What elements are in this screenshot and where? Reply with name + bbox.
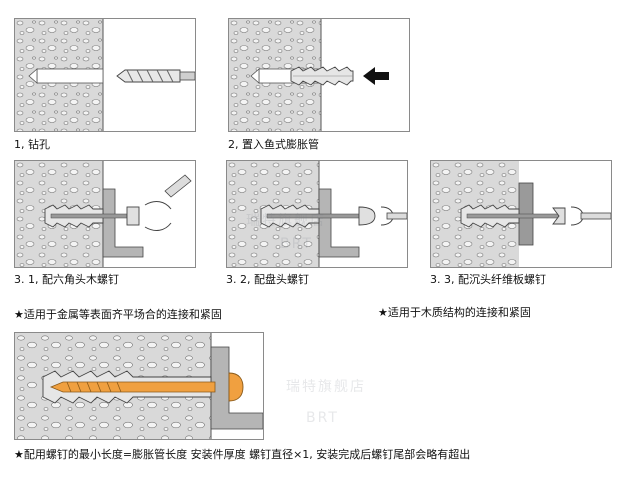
length-detail-panel [14,332,264,440]
screwdriver-icon [386,212,407,220]
step31-illustration [15,161,192,267]
watermark-bottom: 瑞特旗舰店 [286,379,366,395]
countersunk-head [552,207,566,225]
step2-caption: 2, 置入鱼式膨胀管 [228,138,319,151]
watermark-brand-bottom: BRT [306,410,339,426]
step33-caption: 3. 3, 配沉头纤维板螺钉 [430,273,546,286]
step2-insert-anchor-panel [228,18,410,132]
step2-insert-illustration [229,19,389,131]
screw-head [228,372,244,402]
drilled-hole [36,68,104,84]
note-metal-surfaces: ★适用于金属等表面齐平场合的连接和紧固 [14,308,222,321]
step32-pan-screw-panel [226,160,408,268]
step1-drilling-illustration [15,19,195,131]
screwdriver-icon [580,212,611,220]
step31-caption: 3. 1, 配六角头木螺钉 [14,273,119,286]
step32-illustration [227,161,407,267]
hex-head [126,206,140,226]
pan-head [358,206,376,226]
fish-anchor [290,66,354,86]
step1-caption: 1, 钻孔 [14,138,50,151]
wrench-icon [164,174,192,198]
screw-shank [49,381,216,393]
push-arrow-icon [363,67,389,85]
l-bracket [210,346,263,430]
l-bracket [318,188,360,258]
step33-illustration [431,161,611,267]
step31-hex-screw-panel [14,160,196,268]
drill-bit [116,69,195,83]
note-screw-length: ★配用螺钉的最小长度=膨胀管长度 安装件厚度 螺钉直径×1, 安装完成后螺钉尾部… [14,448,471,461]
step32-caption: 3. 2, 配盘头螺钉 [226,273,309,286]
step1-drilling-panel [14,18,196,132]
note-wood-structures: ★适用于木质结构的连接和紧固 [378,306,531,319]
screw-shank [50,213,128,219]
length-detail-illustration [15,333,263,439]
step33-countersunk-panel [430,160,612,268]
l-bracket [102,188,144,258]
